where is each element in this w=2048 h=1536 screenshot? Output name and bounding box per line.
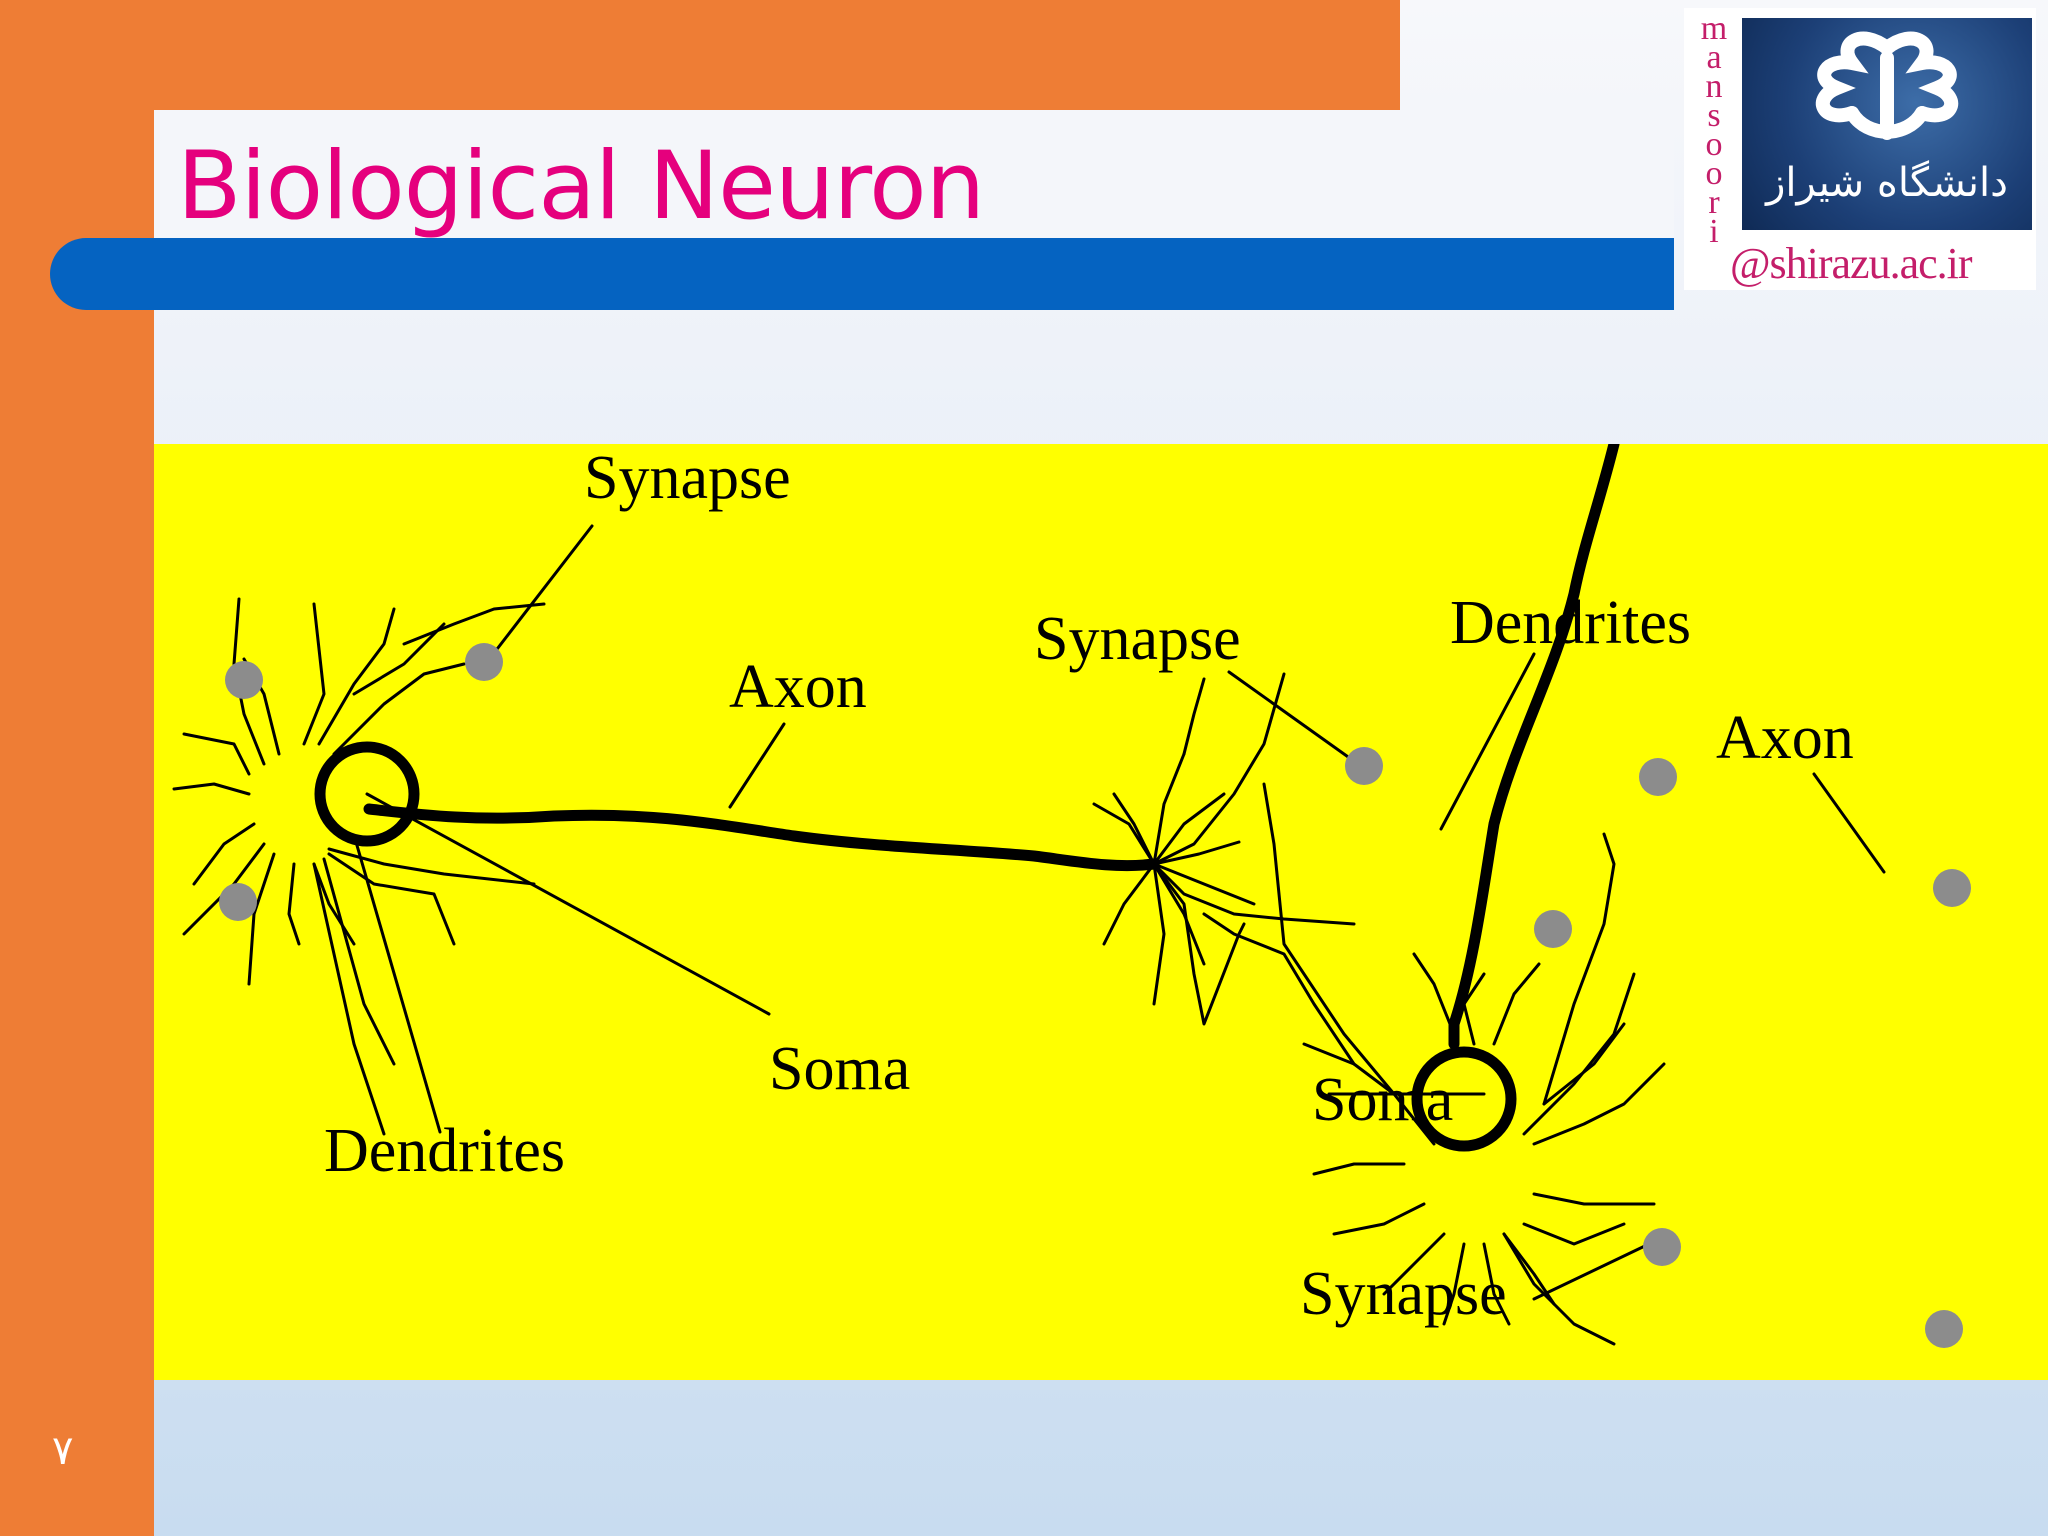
- right-dendrites: [1202, 782, 1666, 1346]
- label-axon-left: Axon: [729, 653, 867, 721]
- title-underline-bar: [50, 238, 1674, 310]
- synapse-terminal: [1933, 869, 1971, 907]
- university-emblem-icon: دانشگاه شیراز: [1742, 18, 2032, 230]
- logo-email: @shirazu.ac.ir: [1730, 239, 1973, 288]
- synapse-terminal: [1534, 910, 1572, 948]
- synapse-terminal: [1345, 747, 1383, 785]
- logo-vertical-name: m a n s o o r i: [1700, 10, 1728, 250]
- synapse-terminal: [1925, 1310, 1963, 1348]
- synapse-terminal: [219, 883, 257, 921]
- label-axon-right: Axon: [1716, 704, 1854, 772]
- label-soma-left: Soma: [769, 1035, 910, 1103]
- left-axon: [363, 803, 1160, 872]
- label-soma-right: Soma: [1312, 1066, 1453, 1134]
- label-dendrites-right: Dendrites: [1450, 589, 1691, 657]
- slide-title: Biological Neuron: [177, 132, 985, 241]
- right-axon: [1448, 444, 1620, 1050]
- emblem-text: دانشگاه شیراز: [1764, 160, 2008, 206]
- left-soma: [314, 741, 420, 847]
- top-orange-band: [0, 0, 1400, 110]
- neuron-diagram: Synapse Axon Soma Dendrites Synapse Dend…: [154, 444, 2048, 1380]
- synapse-terminal: [225, 661, 263, 699]
- right-soma: [1411, 1046, 1517, 1152]
- left-orange-band: [0, 0, 154, 1536]
- label-synapse-top: Synapse: [584, 444, 791, 512]
- page-number: ۷: [52, 1428, 74, 1474]
- label-synapse-bottom: Synapse: [1300, 1260, 1507, 1328]
- middle-dendrites: [1092, 672, 1356, 1026]
- synapse-terminals: [219, 643, 1971, 1348]
- synapse-terminal: [1643, 1228, 1681, 1266]
- synapse-terminal: [1639, 758, 1677, 796]
- title-panel: [154, 110, 1674, 240]
- label-dendrites-left: Dendrites: [324, 1117, 565, 1185]
- label-synapse-mid: Synapse: [1034, 605, 1241, 673]
- leader-lines: [354, 524, 1886, 1301]
- synapse-terminal: [465, 643, 503, 681]
